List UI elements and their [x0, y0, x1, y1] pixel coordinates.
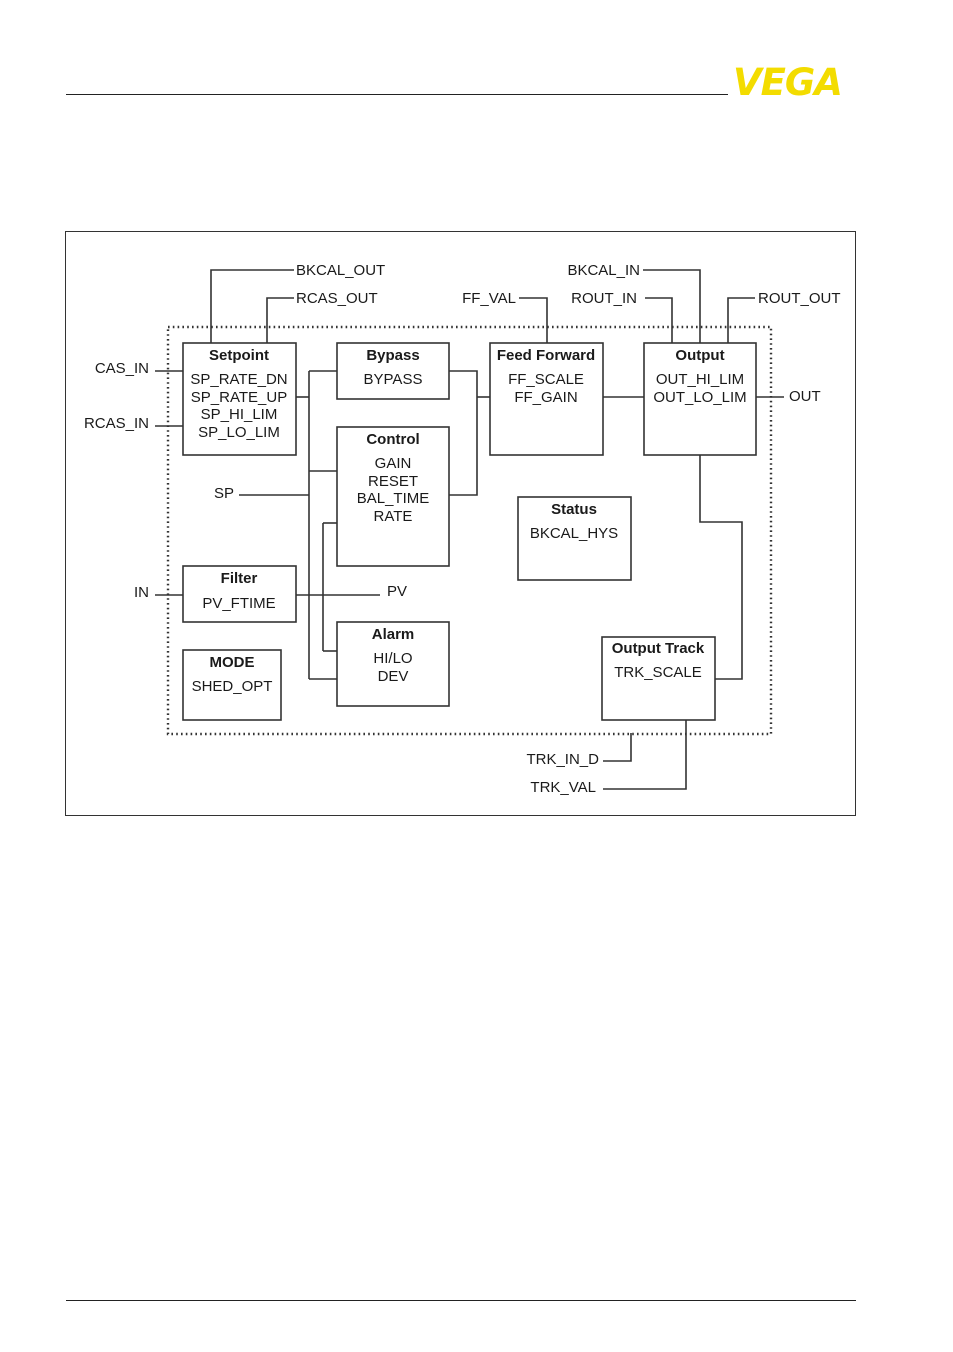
mode-title: MODE: [210, 654, 255, 671]
connection-wires: [155, 269, 784, 790]
feed-forward-param: FF_SCALE: [508, 371, 584, 388]
output-param: OUT_HI_LIM: [656, 371, 744, 388]
control-param: GAIN: [375, 455, 412, 472]
status-param: BKCAL_HYS: [530, 525, 618, 542]
header-rule: [66, 94, 728, 95]
output-track-block: [601, 636, 716, 721]
vega-logo: VEGA: [733, 62, 843, 102]
signal-trk-in-d: TRK_IN_D: [526, 751, 599, 768]
pid-block-diagram: Setpoint SP_RATE_DN SP_RATE_UP SP_HI_LIM…: [84, 262, 841, 796]
control-param: BAL_TIME: [357, 490, 430, 507]
signal-sp: SP: [214, 485, 234, 502]
signal-cas-in: CAS_IN: [95, 360, 149, 377]
setpoint-param: SP_LO_LIM: [198, 424, 280, 441]
filter-param: PV_FTIME: [202, 595, 275, 612]
block-labels: Setpoint SP_RATE_DN SP_RATE_UP SP_HI_LIM…: [190, 347, 746, 695]
bypass-param: BYPASS: [364, 371, 423, 388]
signal-rout-in: ROUT_IN: [571, 290, 637, 307]
signal-labels: BKCAL_OUT RCAS_OUT FF_VAL BKCAL_IN ROUT_…: [84, 262, 841, 796]
filter-block: [182, 565, 297, 623]
control-param: RATE: [374, 508, 413, 525]
alarm-param: DEV: [378, 668, 409, 685]
control-param: RESET: [368, 473, 418, 490]
filter-title: Filter: [221, 570, 258, 587]
signal-rcas-out: RCAS_OUT: [296, 290, 378, 307]
footer-rule: [66, 1300, 856, 1301]
signal-out: OUT: [789, 388, 821, 405]
signal-bkcal-out: BKCAL_OUT: [296, 262, 385, 279]
control-title: Control: [366, 431, 419, 448]
signal-bkcal-in: BKCAL_IN: [567, 262, 640, 279]
bypass-block: [336, 342, 450, 400]
alarm-block: [336, 621, 450, 707]
output-track-title: Output Track: [612, 640, 705, 657]
output-title: Output: [675, 347, 724, 364]
setpoint-title: Setpoint: [209, 347, 269, 364]
status-block: [517, 496, 632, 581]
setpoint-param: SP_RATE_DN: [190, 371, 287, 388]
output-block: [643, 342, 757, 456]
output-track-param: TRK_SCALE: [614, 664, 702, 681]
setpoint-param: SP_RATE_UP: [191, 389, 287, 406]
signal-pv: PV: [387, 583, 407, 600]
alarm-param: HI/LO: [373, 650, 412, 667]
control-block: [336, 426, 450, 567]
setpoint-block: [182, 342, 297, 456]
signal-trk-val: TRK_VAL: [530, 779, 596, 796]
feed-forward-block: [489, 342, 604, 456]
signal-in: IN: [134, 584, 149, 601]
alarm-title: Alarm: [372, 626, 415, 643]
diagram-frame: [65, 231, 856, 816]
function-block-boundary: [166, 325, 773, 736]
feed-forward-title: Feed Forward: [497, 347, 595, 364]
signal-ff-val: FF_VAL: [462, 290, 516, 307]
status-title: Status: [551, 501, 597, 518]
setpoint-param: SP_HI_LIM: [201, 406, 278, 423]
bypass-title: Bypass: [366, 347, 419, 364]
signal-rcas-in: RCAS_IN: [84, 415, 149, 432]
mode-param: SHED_OPT: [192, 678, 273, 695]
mode-block: [182, 649, 282, 721]
logo-text: VEGA: [733, 62, 842, 102]
feed-forward-param: FF_GAIN: [514, 389, 577, 406]
signal-rout-out: ROUT_OUT: [758, 290, 841, 307]
output-param: OUT_LO_LIM: [653, 389, 746, 406]
